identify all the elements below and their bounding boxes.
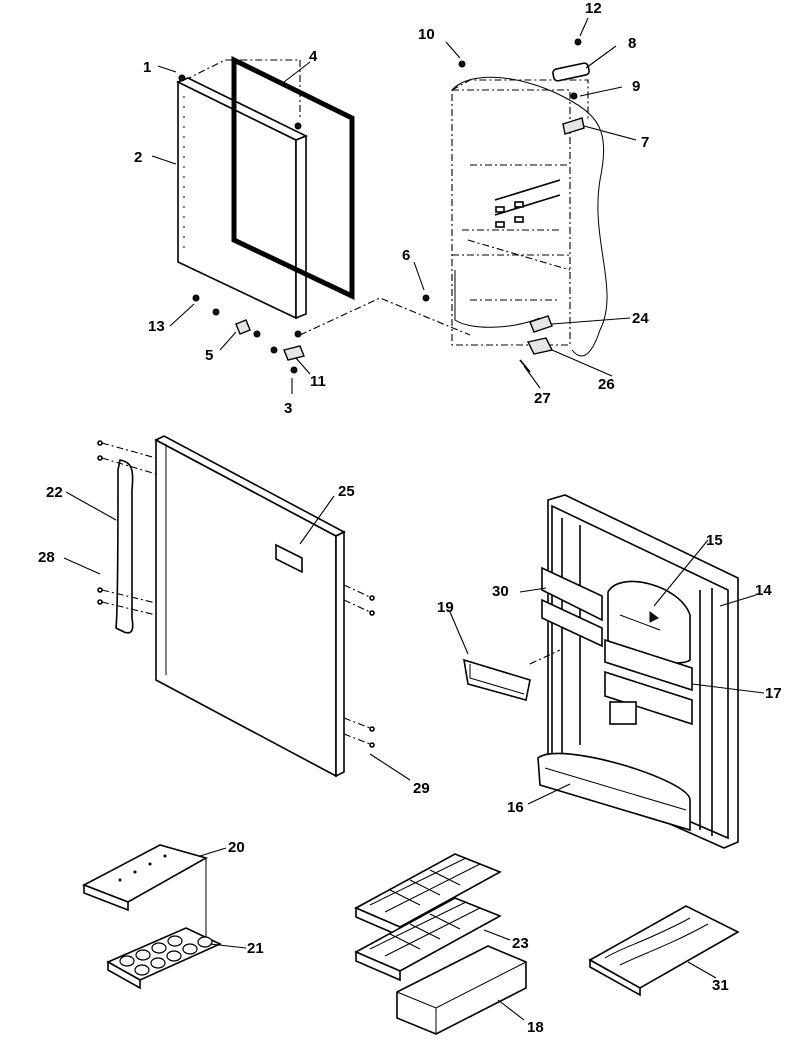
callout-25: 25 [338,483,355,500]
callout-16: 16 [507,799,524,816]
callout-23: 23 [512,935,529,952]
callout-19: 19 [437,599,454,616]
callout-18: 18 [527,1019,544,1036]
hinge-bracket [235,319,251,335]
callout-3: 3 [284,400,292,417]
callout-8: 8 [628,35,636,52]
callout-14: 14 [755,582,772,599]
upper-door-bin [541,566,603,622]
lower-hinge [283,345,305,361]
callout-7: 7 [641,134,649,151]
callout-10: 10 [418,26,435,43]
callout-26: 26 [598,376,615,393]
lower-hinge-26 [526,337,554,355]
screw-12 [574,38,582,46]
screw-6 [422,294,430,302]
callout-2: 2 [134,149,142,166]
callout-11: 11 [310,373,326,390]
callout-28: 28 [38,549,55,566]
top-hinge [562,117,585,135]
door-label [275,543,303,574]
ice-tray-upper [354,853,502,938]
accessory-parts [82,844,740,1035]
callout-29: 29 [413,780,430,797]
freezer-door-panel [177,80,297,320]
shelf-rails [494,179,561,228]
callout-5: 5 [205,347,213,364]
callout-9: 9 [632,78,640,95]
callout-17: 17 [765,685,782,702]
hinge-cover [552,62,590,82]
handle-screws [97,440,375,748]
screw-10 [458,60,466,68]
screw-9 [570,92,578,100]
callout-21: 21 [247,940,264,957]
lower-hinge-24 [529,315,553,333]
callout-27: 27 [534,390,551,407]
callout-24: 24 [632,310,649,327]
callout-31: 31 [712,977,729,994]
door-liner-assembly [462,494,739,849]
callout-13: 13 [148,318,165,335]
fresh-food-door-assembly [97,435,375,778]
ice-tray-lower [354,897,502,982]
leader-lines [63,17,765,1021]
callout-4: 4 [309,48,318,65]
right-door-bin-upper [604,638,693,692]
callout-20: 20 [228,839,245,856]
callout-15: 15 [706,532,723,549]
fresh-food-door [155,438,337,778]
door-bin-19 [462,658,531,701]
door-handle [115,459,134,634]
ice-bin [396,945,527,1035]
callout-30: 30 [492,583,509,600]
callout-6: 6 [402,247,410,264]
callout-12: 12 [585,0,602,17]
cabinet-assembly [422,38,608,373]
callout-labels: 1 2 3 4 5 6 7 8 9 10 11 12 13 14 15 16 1… [38,0,782,1036]
freezer-door-assembly [176,55,471,374]
door-gasket [231,55,355,300]
callout-22: 22 [46,484,63,501]
callout-1: 1 [143,59,151,76]
egg-cups [119,935,213,976]
right-door-bin-lower [604,670,693,726]
bottom-door-bin [537,752,691,832]
door-screws [178,74,302,374]
